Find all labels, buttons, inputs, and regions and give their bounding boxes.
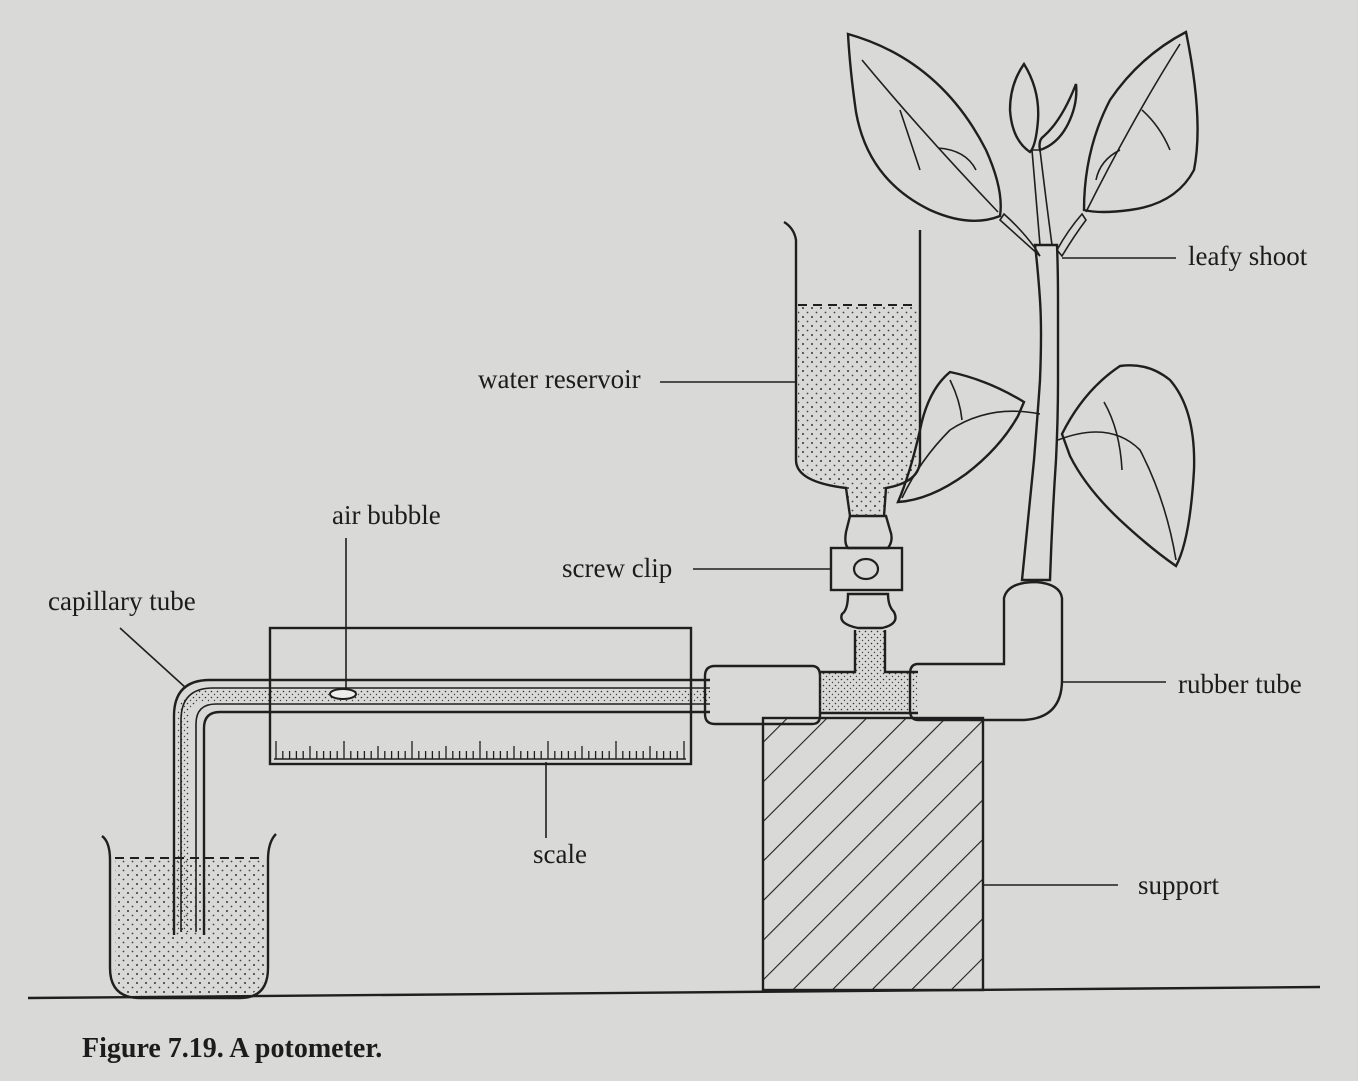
- rubber-joint: [703, 664, 822, 726]
- leaf-top-left: [846, 32, 1002, 222]
- leader-lines: [119, 257, 1176, 886]
- beaker: [101, 833, 277, 1000]
- figure-caption: Figure 7.19. A potometer.: [82, 1033, 382, 1064]
- label-screw-clip: screw clip: [562, 553, 672, 583]
- ground-line: [27, 985, 1321, 1000]
- scale-ticks: [275, 741, 685, 759]
- label-rubber-tube: rubber tube: [1178, 669, 1302, 699]
- air-bubble: [329, 688, 357, 700]
- label-scale: scale: [533, 839, 587, 869]
- label-leafy-shoot: leafy shoot: [1188, 241, 1308, 271]
- label-air-bubble: air bubble: [332, 500, 441, 530]
- t-junction: [820, 630, 918, 715]
- leaf-top-right: [1082, 30, 1199, 214]
- support-block: [761, 716, 985, 992]
- terminal-bud: [1008, 61, 1040, 154]
- water-reservoir: [783, 220, 922, 517]
- capillary-tube: [172, 678, 710, 935]
- screw-clip: [829, 514, 904, 630]
- leaf-lower-right: [1060, 364, 1196, 568]
- leaf-lower-left: [896, 370, 1026, 504]
- label-support: support: [1138, 870, 1219, 900]
- label-capillary-tube: capillary tube: [48, 586, 196, 616]
- rubber-tube: [908, 580, 1064, 722]
- label-water-reservoir: water reservoir: [478, 364, 641, 394]
- leafy-shoot: [846, 30, 1199, 582]
